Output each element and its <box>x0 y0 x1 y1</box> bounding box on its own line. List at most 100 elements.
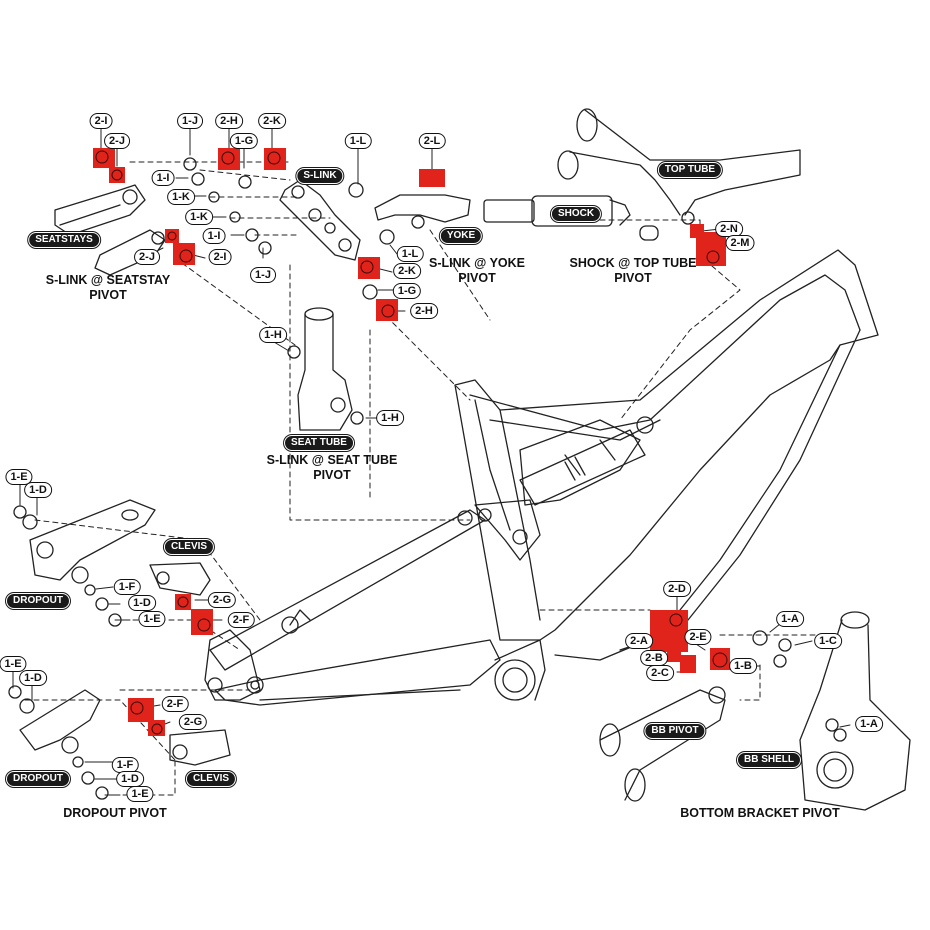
hw-2-H-yoke <box>376 299 398 321</box>
hw-2-J-lower <box>165 229 179 243</box>
callout-1-L: 1-L <box>344 133 372 149</box>
hw-2-I-lower <box>173 243 195 265</box>
section-title-seattube-line1: S-LINK @ SEAT TUBE <box>266 453 398 467</box>
section-title-shock-line2: PIVOT <box>614 271 652 285</box>
badge-clevis-upper: CLEVIS <box>163 539 215 555</box>
callout-2-G: 2-G <box>207 592 237 608</box>
hw-2-G-upper <box>175 594 191 610</box>
section-title-bb: BOTTOM BRACKET PIVOT <box>680 806 840 821</box>
hw-2-D <box>650 610 688 652</box>
badge-bb-pivot: BB PIVOT <box>644 723 706 739</box>
hw-2-J-top <box>109 167 125 183</box>
callout-2-I: 2-I <box>89 113 113 129</box>
frame-shock <box>519 429 646 506</box>
s-link-part <box>279 179 361 261</box>
callout-2-I: 2-I <box>208 249 232 265</box>
section-title-bb-line1: BOTTOM BRACKET PIVOT <box>680 806 840 820</box>
callout-2-F: 2-F <box>161 696 189 712</box>
section-title-shock-top-tube: SHOCK @ TOP TUBE PIVOT <box>569 256 696 286</box>
callout-2-J: 2-J <box>104 133 130 149</box>
hw-2-L <box>419 169 445 187</box>
callout-2-A: 2-A <box>625 633 653 649</box>
callout-2-H: 2-H <box>215 113 243 129</box>
callout-1-C: 1-C <box>814 633 842 649</box>
section-title-seatstay: S-LINK @ SEATSTAY PIVOT <box>46 273 170 303</box>
callout-2-B: 2-B <box>640 650 668 666</box>
callout-2-F: 2-F <box>227 612 255 628</box>
callout-1-B: 1-B <box>729 658 757 674</box>
callout-2-E: 2-E <box>684 629 712 645</box>
callout-2-H: 2-H <box>410 303 438 319</box>
badge-s-link: S-LINK <box>296 168 344 184</box>
callout-1-L: 1-L <box>396 246 424 262</box>
callout-2-G: 2-G <box>178 714 208 730</box>
callout-1-G: 1-G <box>229 133 259 149</box>
callout-2-D: 2-D <box>663 581 691 597</box>
callout-1-A: 1-A <box>776 611 804 627</box>
badge-seatstays: SEATSTAYS <box>28 232 100 248</box>
section-title-seatstay-line1: S-LINK @ SEATSTAY <box>45 273 171 287</box>
badge-seat-tube: SEAT TUBE <box>284 435 354 451</box>
callout-1-E: 1-E <box>5 469 33 485</box>
callout-1-F: 1-F <box>113 579 141 595</box>
badge-clevis-lower: CLEVIS <box>185 771 237 787</box>
callout-1-E: 1-E <box>138 611 166 627</box>
badge-bb-shell: BB SHELL <box>737 752 801 768</box>
badge-shock: SHOCK <box>550 206 602 222</box>
callout-2-K: 2-K <box>393 263 421 279</box>
callout-1-D: 1-D <box>24 482 52 498</box>
section-title-yoke-line2: PIVOT <box>458 271 496 285</box>
section-title-seattube-line2: PIVOT <box>313 468 351 482</box>
seat-tube-part <box>297 307 353 431</box>
clevis-upper-part <box>149 562 211 596</box>
hw-2-I-top <box>93 148 115 168</box>
callout-1-E: 1-E <box>0 656 27 672</box>
callout-1-D: 1-D <box>128 595 156 611</box>
section-title-yoke: S-LINK @ YOKE PIVOT <box>429 256 525 286</box>
callout-1-K: 1-K <box>167 189 195 205</box>
clevis-lower-part <box>169 729 231 766</box>
badge-dropout-lower: DROPOUT <box>6 771 70 787</box>
callout-1-J: 1-J <box>250 267 276 283</box>
callout-1-H: 1-H <box>376 410 404 426</box>
badge-top-tube: TOP TUBE <box>657 162 723 178</box>
callout-1-I: 1-I <box>202 228 226 244</box>
bb-shell-part <box>799 611 911 811</box>
main-frame <box>204 249 879 706</box>
callout-2-J: 2-J <box>134 249 160 265</box>
callout-1-H: 1-H <box>259 327 287 343</box>
hardware-highlights <box>93 148 730 736</box>
top-tube-part <box>557 108 801 225</box>
hw-2-K-top <box>264 148 286 170</box>
shock-part <box>483 195 659 241</box>
section-title-dropout: DROPOUT PIVOT <box>63 806 166 821</box>
callout-2-C: 2-C <box>646 665 674 681</box>
hw-2-C <box>680 655 696 673</box>
badge-yoke: YOKE <box>439 228 483 244</box>
callout-1-K: 1-K <box>185 209 213 225</box>
hardware-detail <box>95 150 728 735</box>
callout-2-K: 2-K <box>258 113 286 129</box>
hw-2-B <box>667 648 681 662</box>
badge-dropout-upper: DROPOUT <box>6 593 70 609</box>
callout-2-M: 2-M <box>725 235 755 251</box>
section-title-seatstay-line2: PIVOT <box>89 288 127 302</box>
callout-1-G: 1-G <box>392 283 422 299</box>
callout-2-L: 2-L <box>418 133 446 149</box>
section-title-dropout-line1: DROPOUT PIVOT <box>63 806 167 820</box>
section-title-yoke-line1: S-LINK @ YOKE <box>429 256 525 270</box>
hw-2-H-top <box>218 148 240 170</box>
callout-1-D: 1-D <box>116 771 144 787</box>
washers <box>8 157 839 800</box>
yoke-part <box>374 194 471 229</box>
callout-1-A: 1-A <box>855 716 883 732</box>
callout-1-J: 1-J <box>177 113 203 129</box>
callout-1-E: 1-E <box>126 786 154 802</box>
callout-1-D: 1-D <box>19 670 47 686</box>
section-title-shock-line1: SHOCK @ TOP TUBE <box>569 256 697 270</box>
section-title-seat-tube: S-LINK @ SEAT TUBE PIVOT <box>267 453 398 483</box>
hw-2-F-lower <box>128 698 154 722</box>
dropout-upper-part <box>29 499 156 584</box>
